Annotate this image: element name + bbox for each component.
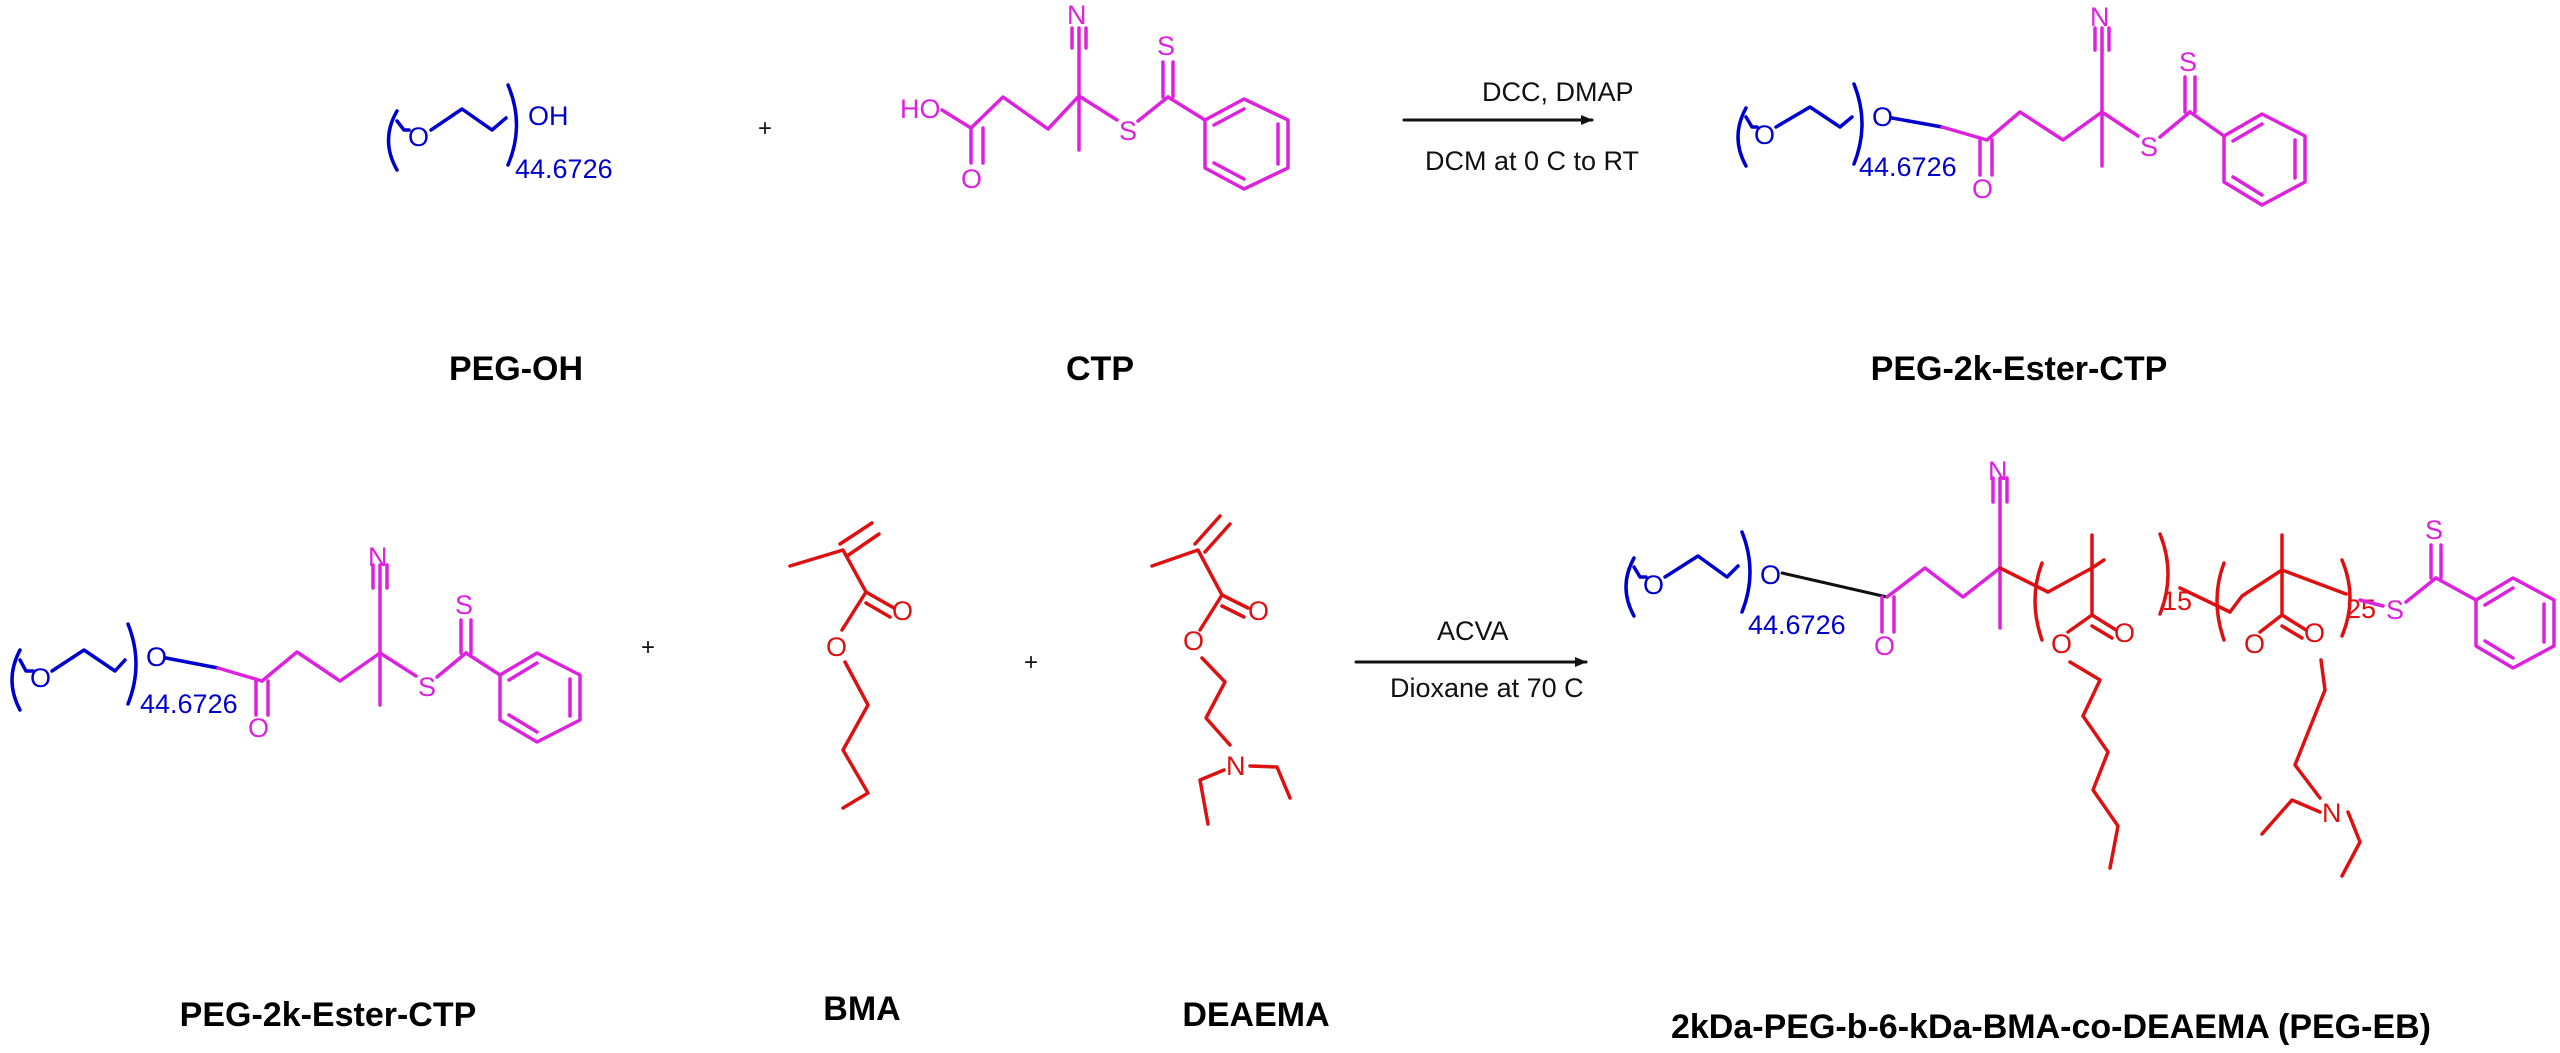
atom-label: OH bbox=[528, 101, 569, 131]
deaema-structure: O O N bbox=[1150, 514, 1292, 826]
atom-label: O bbox=[1872, 102, 1893, 132]
reaction-arrow-1: DCC, DMAP DCM at 0 C to RT bbox=[1402, 77, 1639, 176]
conditions-bottom: DCM at 0 C to RT bbox=[1425, 146, 1639, 176]
atom-label: O bbox=[1760, 560, 1781, 590]
conditions-top: DCC, DMAP bbox=[1482, 77, 1634, 107]
atom-label: O bbox=[30, 663, 51, 693]
atom-label: N bbox=[1988, 456, 2008, 486]
atom-label: O bbox=[2304, 618, 2325, 648]
atom-label: O bbox=[408, 122, 429, 152]
atom-label: O bbox=[2051, 629, 2072, 659]
atom-label: O bbox=[248, 713, 269, 743]
bma-structure: O O bbox=[788, 521, 913, 810]
conditions-top: ACVA bbox=[1437, 616, 1509, 646]
atom-label: O bbox=[892, 596, 913, 626]
atom-label: S bbox=[1157, 31, 1175, 61]
reaction-arrow-2: ACVA Dioxane at 70 C bbox=[1354, 616, 1588, 703]
atom-label: O bbox=[1754, 120, 1775, 150]
atom-label: S bbox=[2179, 47, 2197, 77]
atom-label: S bbox=[2386, 595, 2404, 625]
plus-sign: + bbox=[641, 634, 655, 661]
atom-label: O bbox=[1874, 631, 1895, 661]
repeat-count: 44.6726 bbox=[515, 154, 613, 184]
conditions-bottom: Dioxane at 70 C bbox=[1390, 673, 1584, 703]
atom-label: S bbox=[418, 672, 436, 702]
peg-oh-structure: O OH 44.6726 bbox=[386, 83, 613, 184]
atom-label: S bbox=[2140, 132, 2158, 162]
atom-label: N bbox=[1067, 0, 1087, 30]
compound-label-deaema: DEAEMA bbox=[1182, 996, 1329, 1034]
atom-label: O bbox=[961, 164, 982, 194]
repeat-count: 44.6726 bbox=[140, 689, 238, 719]
compound-label-bma: BMA bbox=[823, 990, 900, 1028]
compound-label-ctp: CTP bbox=[1066, 350, 1134, 388]
atom-label: O bbox=[826, 632, 847, 662]
atom-label: O bbox=[1183, 626, 1204, 656]
atom-label: S bbox=[455, 590, 473, 620]
plus-sign: + bbox=[1024, 649, 1038, 676]
atom-label: N bbox=[368, 542, 388, 572]
atom-label: O bbox=[2244, 629, 2265, 659]
atom-label: N bbox=[1226, 751, 1246, 781]
compound-label-peg-oh: PEG-OH bbox=[449, 350, 583, 388]
compound-label-peg-ester-ctp: PEG-2k-Ester-CTP bbox=[1871, 350, 2168, 388]
atom-label: O bbox=[1643, 570, 1664, 600]
atom-label: S bbox=[2425, 515, 2443, 545]
atom-label: O bbox=[2114, 618, 2135, 648]
ctp-structure: HO O N S S bbox=[900, 0, 1290, 194]
repeat-count: 44.6726 bbox=[1748, 610, 1846, 640]
atom-label: O bbox=[1972, 174, 1993, 204]
atom-label: N bbox=[2322, 798, 2342, 828]
atom-label: HO bbox=[900, 94, 941, 124]
atom-label: O bbox=[146, 642, 167, 672]
macro-cta-structure: O O 44.6726 O N S S bbox=[10, 542, 582, 744]
repeat-count: 44.6726 bbox=[1859, 152, 1957, 182]
peg-ester-ctp-product: O O 44.6726 O N S S bbox=[1736, 2, 2307, 207]
compound-label-peg-eb: 2kDa-PEG-b-6-kDa-BMA-co-DEAEMA (PEG-EB) bbox=[1671, 1008, 2431, 1046]
atom-label: O bbox=[1248, 596, 1269, 626]
compound-label-macro-cta: PEG-2k-Ester-CTP bbox=[180, 996, 477, 1034]
peg-eb-product: O O 44.6726 O N O O 15 bbox=[1624, 456, 2556, 878]
plus-sign: + bbox=[758, 115, 772, 142]
atom-label: N bbox=[2090, 2, 2110, 32]
atom-label: S bbox=[1119, 116, 1137, 146]
